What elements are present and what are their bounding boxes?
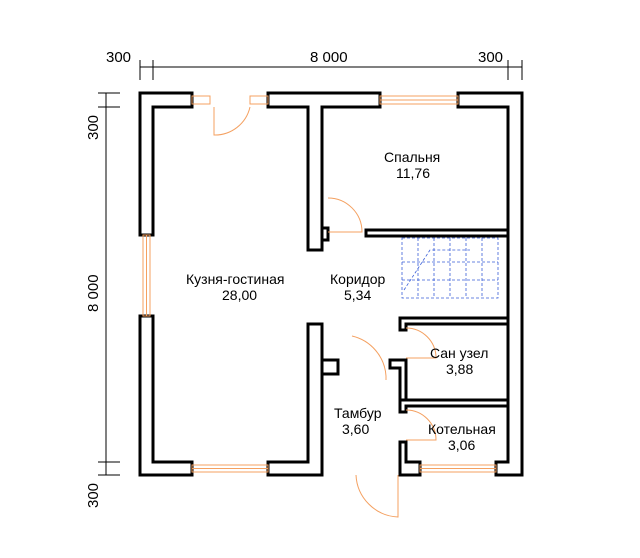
doors xyxy=(213,106,437,518)
dimension-lines xyxy=(98,60,523,476)
room-area-kitchen: 28,00 xyxy=(222,287,257,303)
room-area-corridor: 5,34 xyxy=(344,287,371,303)
dim-top-left: 300 xyxy=(106,49,131,66)
room-area-bedroom: 11,76 xyxy=(396,165,430,181)
dim-left-center: 8 000 xyxy=(85,274,102,312)
stairs xyxy=(401,237,499,299)
room-labels: Спальня 11,76 Кузня-гостиная 28,00 Корид… xyxy=(186,149,496,453)
room-name-kitchen: Кузня-гостиная xyxy=(186,271,284,287)
dim-top-center: 8 000 xyxy=(310,49,348,66)
room-name-corridor: Коридор xyxy=(330,271,386,287)
room-area-vestibule: 3,60 xyxy=(342,421,369,437)
room-area-boiler: 3,06 xyxy=(448,437,475,453)
dim-left-bottom: 300 xyxy=(85,483,102,508)
dim-left-top: 300 xyxy=(85,115,102,140)
room-name-vestibule: Тамбур xyxy=(334,405,382,421)
room-area-bathroom: 3,88 xyxy=(446,361,473,377)
room-name-bathroom: Сан узел xyxy=(430,345,488,361)
room-name-bedroom: Спальня xyxy=(384,149,440,165)
dim-top-right: 300 xyxy=(478,49,503,66)
windows xyxy=(142,95,497,473)
room-name-boiler: Котельная xyxy=(428,421,496,437)
